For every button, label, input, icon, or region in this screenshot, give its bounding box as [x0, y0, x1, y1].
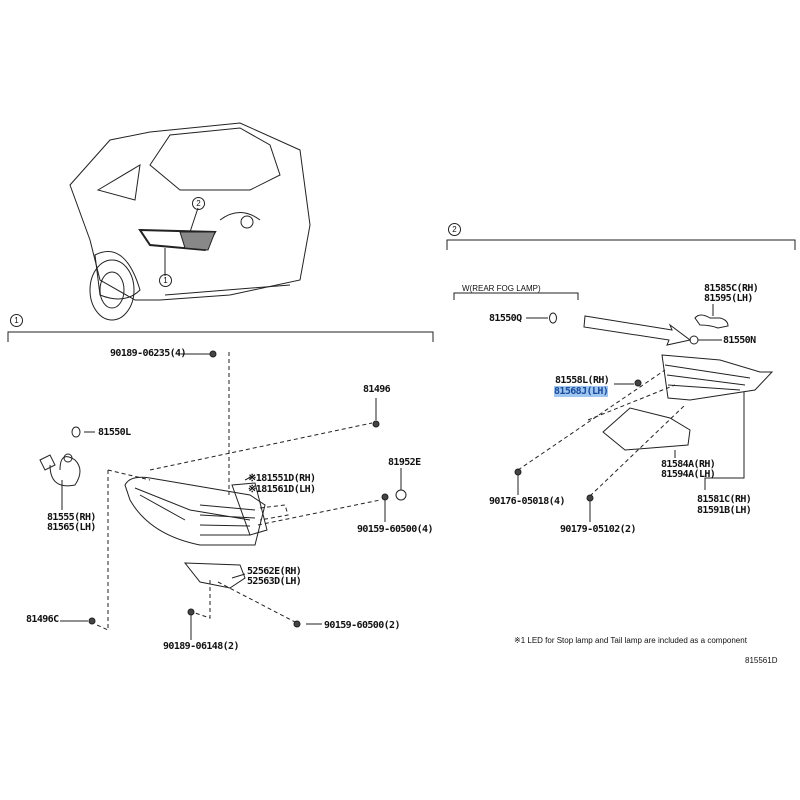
part-label-81581C[interactable]: 81581C(RH)	[697, 494, 752, 505]
part-label-81584A[interactable]: 81584A(RH)	[661, 459, 716, 470]
rear-combination-lamp	[124, 476, 268, 546]
part-label-81591B[interactable]: 81591B(LH)	[697, 505, 752, 516]
section-2-bracket	[446, 239, 796, 250]
inner-lamp	[661, 354, 774, 401]
part-label-81496[interactable]: 81496	[363, 384, 391, 395]
part-number: 81551D(RH)	[261, 473, 316, 484]
part-number: 81561D(LH)	[261, 484, 316, 495]
callout-1-marker: 1	[10, 314, 23, 327]
part-label-81550L[interactable]: 81550L	[98, 427, 131, 438]
part-label-81550Q[interactable]: 81550Q	[489, 313, 522, 324]
part-label-81555[interactable]: 81555(RH)	[47, 512, 96, 523]
part-label-90159-60500-4[interactable]: 90159-60500(4)	[357, 524, 433, 535]
arrow-icon	[583, 315, 692, 346]
fog-lamp-header: W(REAR FOG LAMP)	[462, 284, 541, 293]
part-label-90189-06148[interactable]: 90189-06148(2)	[163, 641, 239, 652]
footnote: ※1 LED for Stop lamp and Tail lamp are i…	[514, 636, 747, 645]
part-label-81496C[interactable]: 81496C	[26, 614, 59, 625]
part-label-81558L[interactable]: 81558L(RH)	[555, 375, 610, 386]
part-label-81594A[interactable]: 81594A(LH)	[661, 469, 716, 480]
diagram-code: 815561D	[745, 656, 778, 665]
part-label-81551D[interactable]: ※181551D(RH)	[248, 473, 316, 484]
part-label-81565[interactable]: 81565(LH)	[47, 522, 96, 533]
part-label-81585C[interactable]: 81585C(RH)	[704, 283, 759, 294]
part-label-81952E[interactable]: 81952E	[388, 457, 421, 468]
part-label-90159-60500-2[interactable]: 90159-60500(2)	[324, 620, 400, 631]
part-label-81550N[interactable]: 81550N	[723, 335, 756, 346]
part-label-90179-05102[interactable]: 90179-05102(2)	[560, 524, 636, 535]
part-label-90176-05018[interactable]: 90176-05018(4)	[489, 496, 565, 507]
car-callout-2: 2	[192, 197, 205, 210]
socket-wire	[39, 426, 81, 487]
part-label-52563D[interactable]: 52563D(LH)	[247, 576, 302, 587]
led-note-mark: ※1	[248, 484, 262, 495]
part-label-52562E[interactable]: 52562E(RH)	[247, 566, 302, 577]
led-note-mark: ※1	[248, 473, 262, 484]
part-label-81568J-selected[interactable]: 81568J(LH)	[554, 386, 609, 397]
car-callout-1: 1	[159, 274, 172, 287]
part-label-81561D[interactable]: ※181561D(LH)	[248, 484, 316, 495]
part-label-81595[interactable]: 81595(LH)	[704, 293, 753, 304]
car-illustration	[69, 122, 311, 321]
section-1-bracket	[7, 331, 434, 342]
inner-cover	[602, 407, 691, 451]
part-label-90189-06235[interactable]: 90189-06235(4)	[110, 348, 186, 359]
callout-2-marker: 2	[448, 223, 461, 236]
